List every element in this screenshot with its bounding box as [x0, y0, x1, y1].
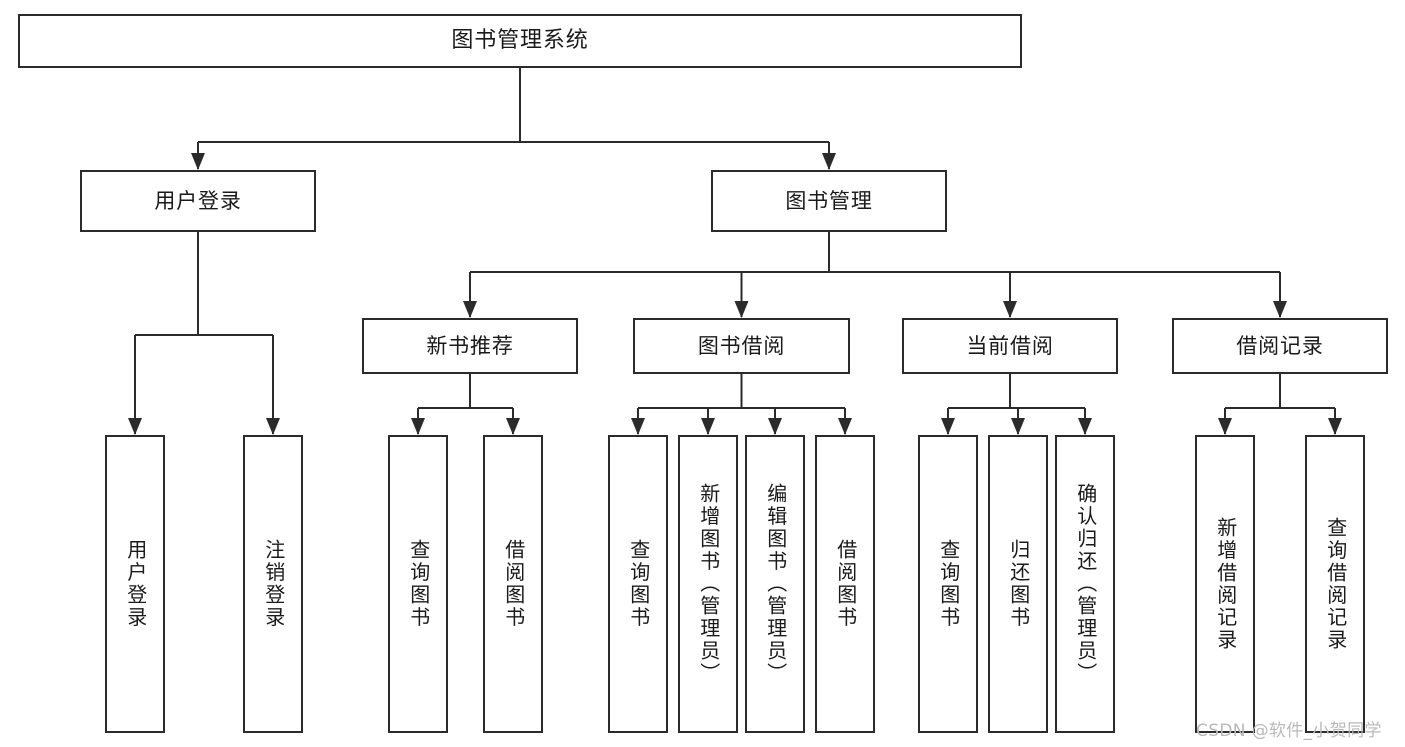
node-leaf-cb-query[interactable]: 查询图书 [918, 435, 978, 733]
edge-arrowhead [506, 418, 520, 435]
edge-arrowhead [941, 418, 955, 435]
node-book-borrow[interactable]: 图书借阅 [633, 318, 850, 374]
node-book-manage[interactable]: 图书管理 [711, 170, 947, 232]
edge-arrowhead [191, 153, 205, 170]
edge-arrowhead [1328, 418, 1342, 435]
node-label: 当前借阅 [966, 333, 1054, 358]
edge-arrowhead [701, 418, 715, 435]
edge-arrowhead [1078, 418, 1092, 435]
watermark-text: CSDN @软件_小贺同学 [1196, 721, 1382, 741]
edge-arrowhead [463, 301, 477, 318]
edge-arrowhead [128, 418, 142, 435]
node-leaf-br-query[interactable]: 查询借阅记录 [1305, 435, 1365, 733]
edge-arrowhead [1003, 301, 1017, 318]
edge-arrowhead [822, 153, 836, 170]
node-label: 新增图书（管理员） [696, 483, 721, 685]
node-label: 图书借阅 [697, 333, 786, 358]
node-current-borrow[interactable]: 当前借阅 [902, 318, 1118, 374]
node-root[interactable]: 图书管理系统 [18, 14, 1022, 68]
node-leaf-bb-query[interactable]: 查询图书 [608, 435, 668, 733]
node-label: 图书管理系统 [451, 28, 589, 54]
node-label: 注销登录 [261, 539, 286, 629]
node-label: 用户登录 [154, 188, 242, 213]
node-user-login[interactable]: 用户登录 [80, 170, 316, 232]
edge-arrowhead [1218, 418, 1232, 435]
node-label: 确认归还（管理员） [1073, 483, 1098, 685]
edge-arrowhead [1011, 418, 1025, 435]
node-borrow-record[interactable]: 借阅记录 [1172, 318, 1388, 374]
node-label: 图书管理 [785, 188, 873, 213]
node-leaf-cb-confirm[interactable]: 确认归还（管理员） [1055, 435, 1115, 733]
node-label: 新增借阅记录 [1213, 516, 1238, 652]
edge-arrowhead [768, 418, 782, 435]
edge-arrowhead [838, 418, 852, 435]
edge-arrowhead [411, 418, 425, 435]
node-leaf-bb-edit[interactable]: 编辑图书（管理员） [745, 435, 805, 733]
edge-arrowhead [631, 418, 645, 435]
node-label: 归还图书 [1006, 539, 1031, 629]
node-label: 用户登录 [123, 539, 148, 629]
node-leaf-rec-query[interactable]: 查询图书 [388, 435, 448, 733]
node-label: 查询图书 [626, 539, 651, 629]
edge-arrowhead [734, 301, 749, 318]
node-label: 借阅图书 [833, 539, 858, 629]
node-label: 查询借阅记录 [1323, 516, 1348, 652]
node-leaf-bb-add[interactable]: 新增图书（管理员） [678, 435, 738, 733]
node-label: 借阅图书 [501, 539, 526, 629]
edge-arrowhead [1273, 301, 1287, 318]
node-leaf-user-login[interactable]: 用户登录 [105, 435, 165, 733]
node-label: 编辑图书（管理员） [763, 483, 788, 685]
node-label: 借阅记录 [1236, 333, 1324, 358]
node-label: 新书推荐 [426, 333, 514, 358]
node-label: 查询图书 [936, 539, 961, 629]
edge-arrowhead [266, 418, 280, 435]
node-leaf-bb-borrow[interactable]: 借阅图书 [815, 435, 875, 733]
node-leaf-logout[interactable]: 注销登录 [243, 435, 303, 733]
node-leaf-rec-borrow[interactable]: 借阅图书 [483, 435, 543, 733]
node-label: 查询图书 [406, 539, 431, 629]
node-leaf-br-add[interactable]: 新增借阅记录 [1195, 435, 1255, 733]
node-new-book-rec[interactable]: 新书推荐 [362, 318, 578, 374]
node-leaf-cb-return[interactable]: 归还图书 [988, 435, 1048, 733]
